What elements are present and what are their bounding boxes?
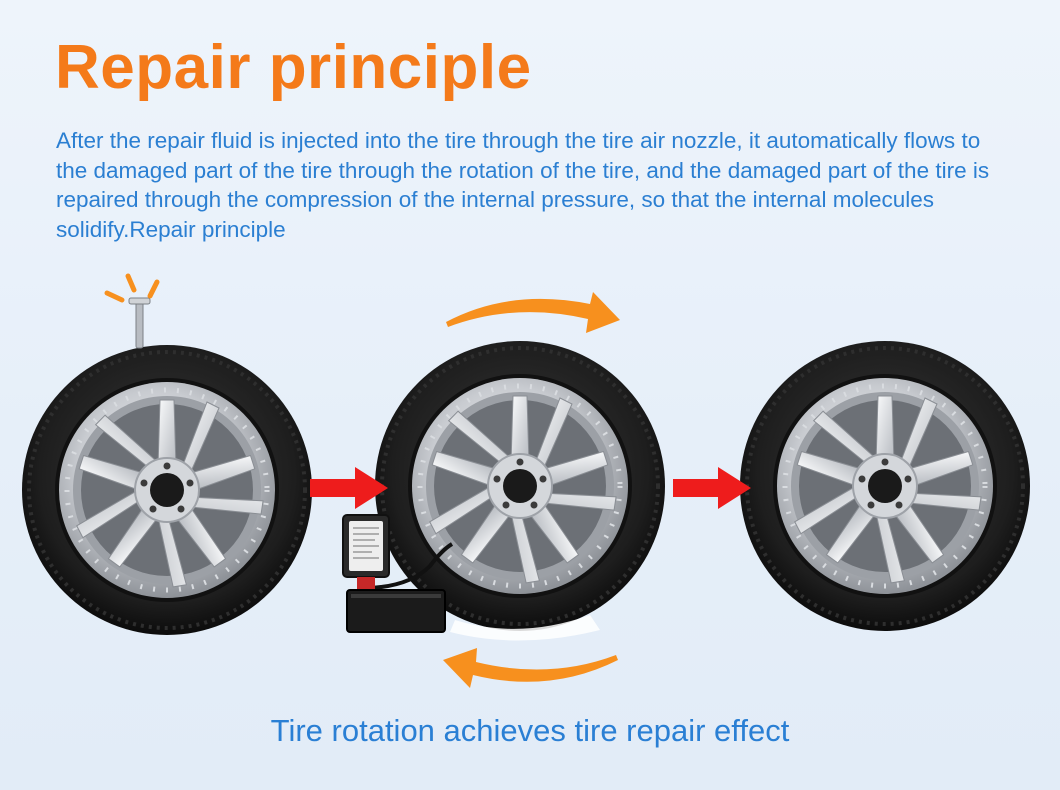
step-arrow-icon bbox=[310, 467, 388, 509]
nail-icon bbox=[128, 297, 151, 349]
step-arrow-icon bbox=[673, 467, 751, 509]
tire-with-repair-kit bbox=[342, 341, 665, 641]
punctured-tire bbox=[22, 273, 312, 635]
caption-text: Tire rotation achieves tire repair effec… bbox=[270, 713, 790, 748]
repaired-tire bbox=[740, 341, 1030, 631]
page-title: Repair principle bbox=[55, 33, 532, 102]
rotation-arrow-icon bbox=[443, 648, 618, 688]
puncture-sparks-icon bbox=[104, 273, 160, 303]
repair-kit-icon bbox=[342, 514, 454, 633]
description-text: After the repair fluid is injected into … bbox=[56, 128, 990, 242]
rotation-arrow-icon bbox=[446, 292, 620, 333]
